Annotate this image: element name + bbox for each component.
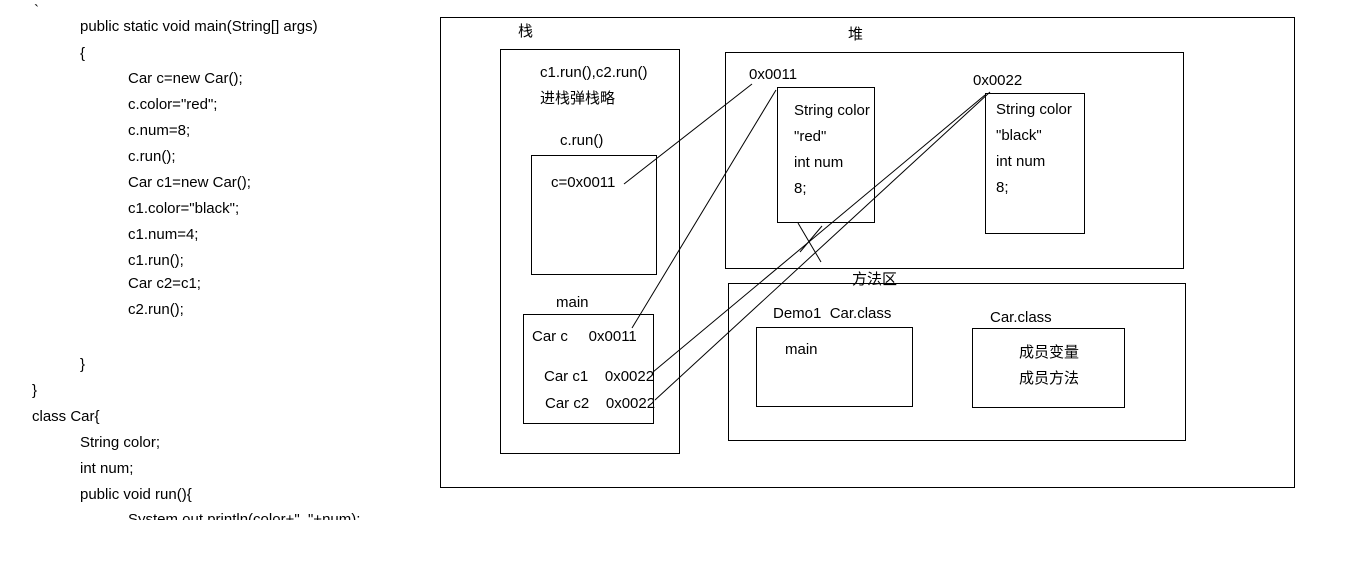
main-frame-label: main (556, 294, 589, 311)
code-line: int num; (80, 460, 134, 477)
heap-obj2-address: 0x0022 (973, 72, 1023, 89)
crun-frame-var: c=0x0011 (551, 174, 616, 191)
car-class-box (972, 328, 1125, 408)
stack-note-line1: c1.run(),c2.run() (540, 64, 648, 81)
demo-class-label: Demo1 Car.class (773, 305, 892, 322)
heap-label: 堆 (848, 26, 864, 43)
car-class-label: Car.class (990, 309, 1052, 326)
code-line: Car c=new Car(); (128, 70, 243, 87)
code-line: String color; (80, 434, 161, 451)
heap-obj1-address: 0x0011 (749, 66, 798, 83)
code-line: } (80, 356, 86, 373)
code-line: c2.run(); (128, 301, 184, 318)
heap-obj2-line: int num (996, 153, 1046, 170)
crun-frame (531, 155, 657, 275)
code-listing: ` public static void main(String[] args)… (0, 0, 420, 520)
code-backtick: ` (34, 2, 39, 19)
code-line: c1.num=4; (128, 226, 199, 243)
code-line: c.run(); (128, 148, 176, 165)
code-line: Car c1=new Car(); (128, 174, 251, 191)
heap-obj1-line: 8; (794, 180, 807, 197)
stack-note-line2: 进栈弹栈略 (540, 90, 616, 107)
heap-obj2-line: "black" (996, 127, 1042, 144)
main-var-c1: Car c1 0x0022 (544, 368, 655, 385)
crun-frame-label: c.run() (560, 132, 604, 149)
code-line: public static void main(String[] args) (80, 18, 318, 35)
code-line: { (80, 45, 86, 62)
demo-class-box (756, 327, 913, 407)
code-line: } (32, 382, 38, 399)
car-class-member-methods: 成员方法 (1019, 370, 1080, 387)
code-line: c1.color="black"; (128, 200, 240, 217)
demo-class-main: main (785, 341, 818, 358)
memory-diagram-frame (440, 17, 1295, 488)
main-var-c: Car c 0x0011 (532, 328, 637, 345)
code-line: Car c2=c1; (128, 275, 201, 292)
code-line: System.out.println(color+".."+num); (128, 511, 361, 520)
code-line: class Car{ (32, 408, 100, 425)
car-class-member-vars: 成员变量 (1019, 344, 1080, 361)
main-var-c2: Car c2 0x0022 (545, 395, 656, 412)
heap-obj1-line: int num (794, 154, 844, 171)
code-line: c.num=8; (128, 122, 191, 139)
heap-obj2-line: String color (996, 101, 1072, 118)
stack-label: 栈 (518, 23, 534, 40)
code-line: public void run(){ (80, 486, 192, 503)
code-line: c1.run(); (128, 252, 184, 269)
heap-obj1-line: "red" (794, 128, 827, 145)
heap-obj2-line: 8; (996, 179, 1009, 196)
heap-obj1-line: String color (794, 102, 870, 119)
code-line: c.color="red"; (128, 96, 218, 113)
